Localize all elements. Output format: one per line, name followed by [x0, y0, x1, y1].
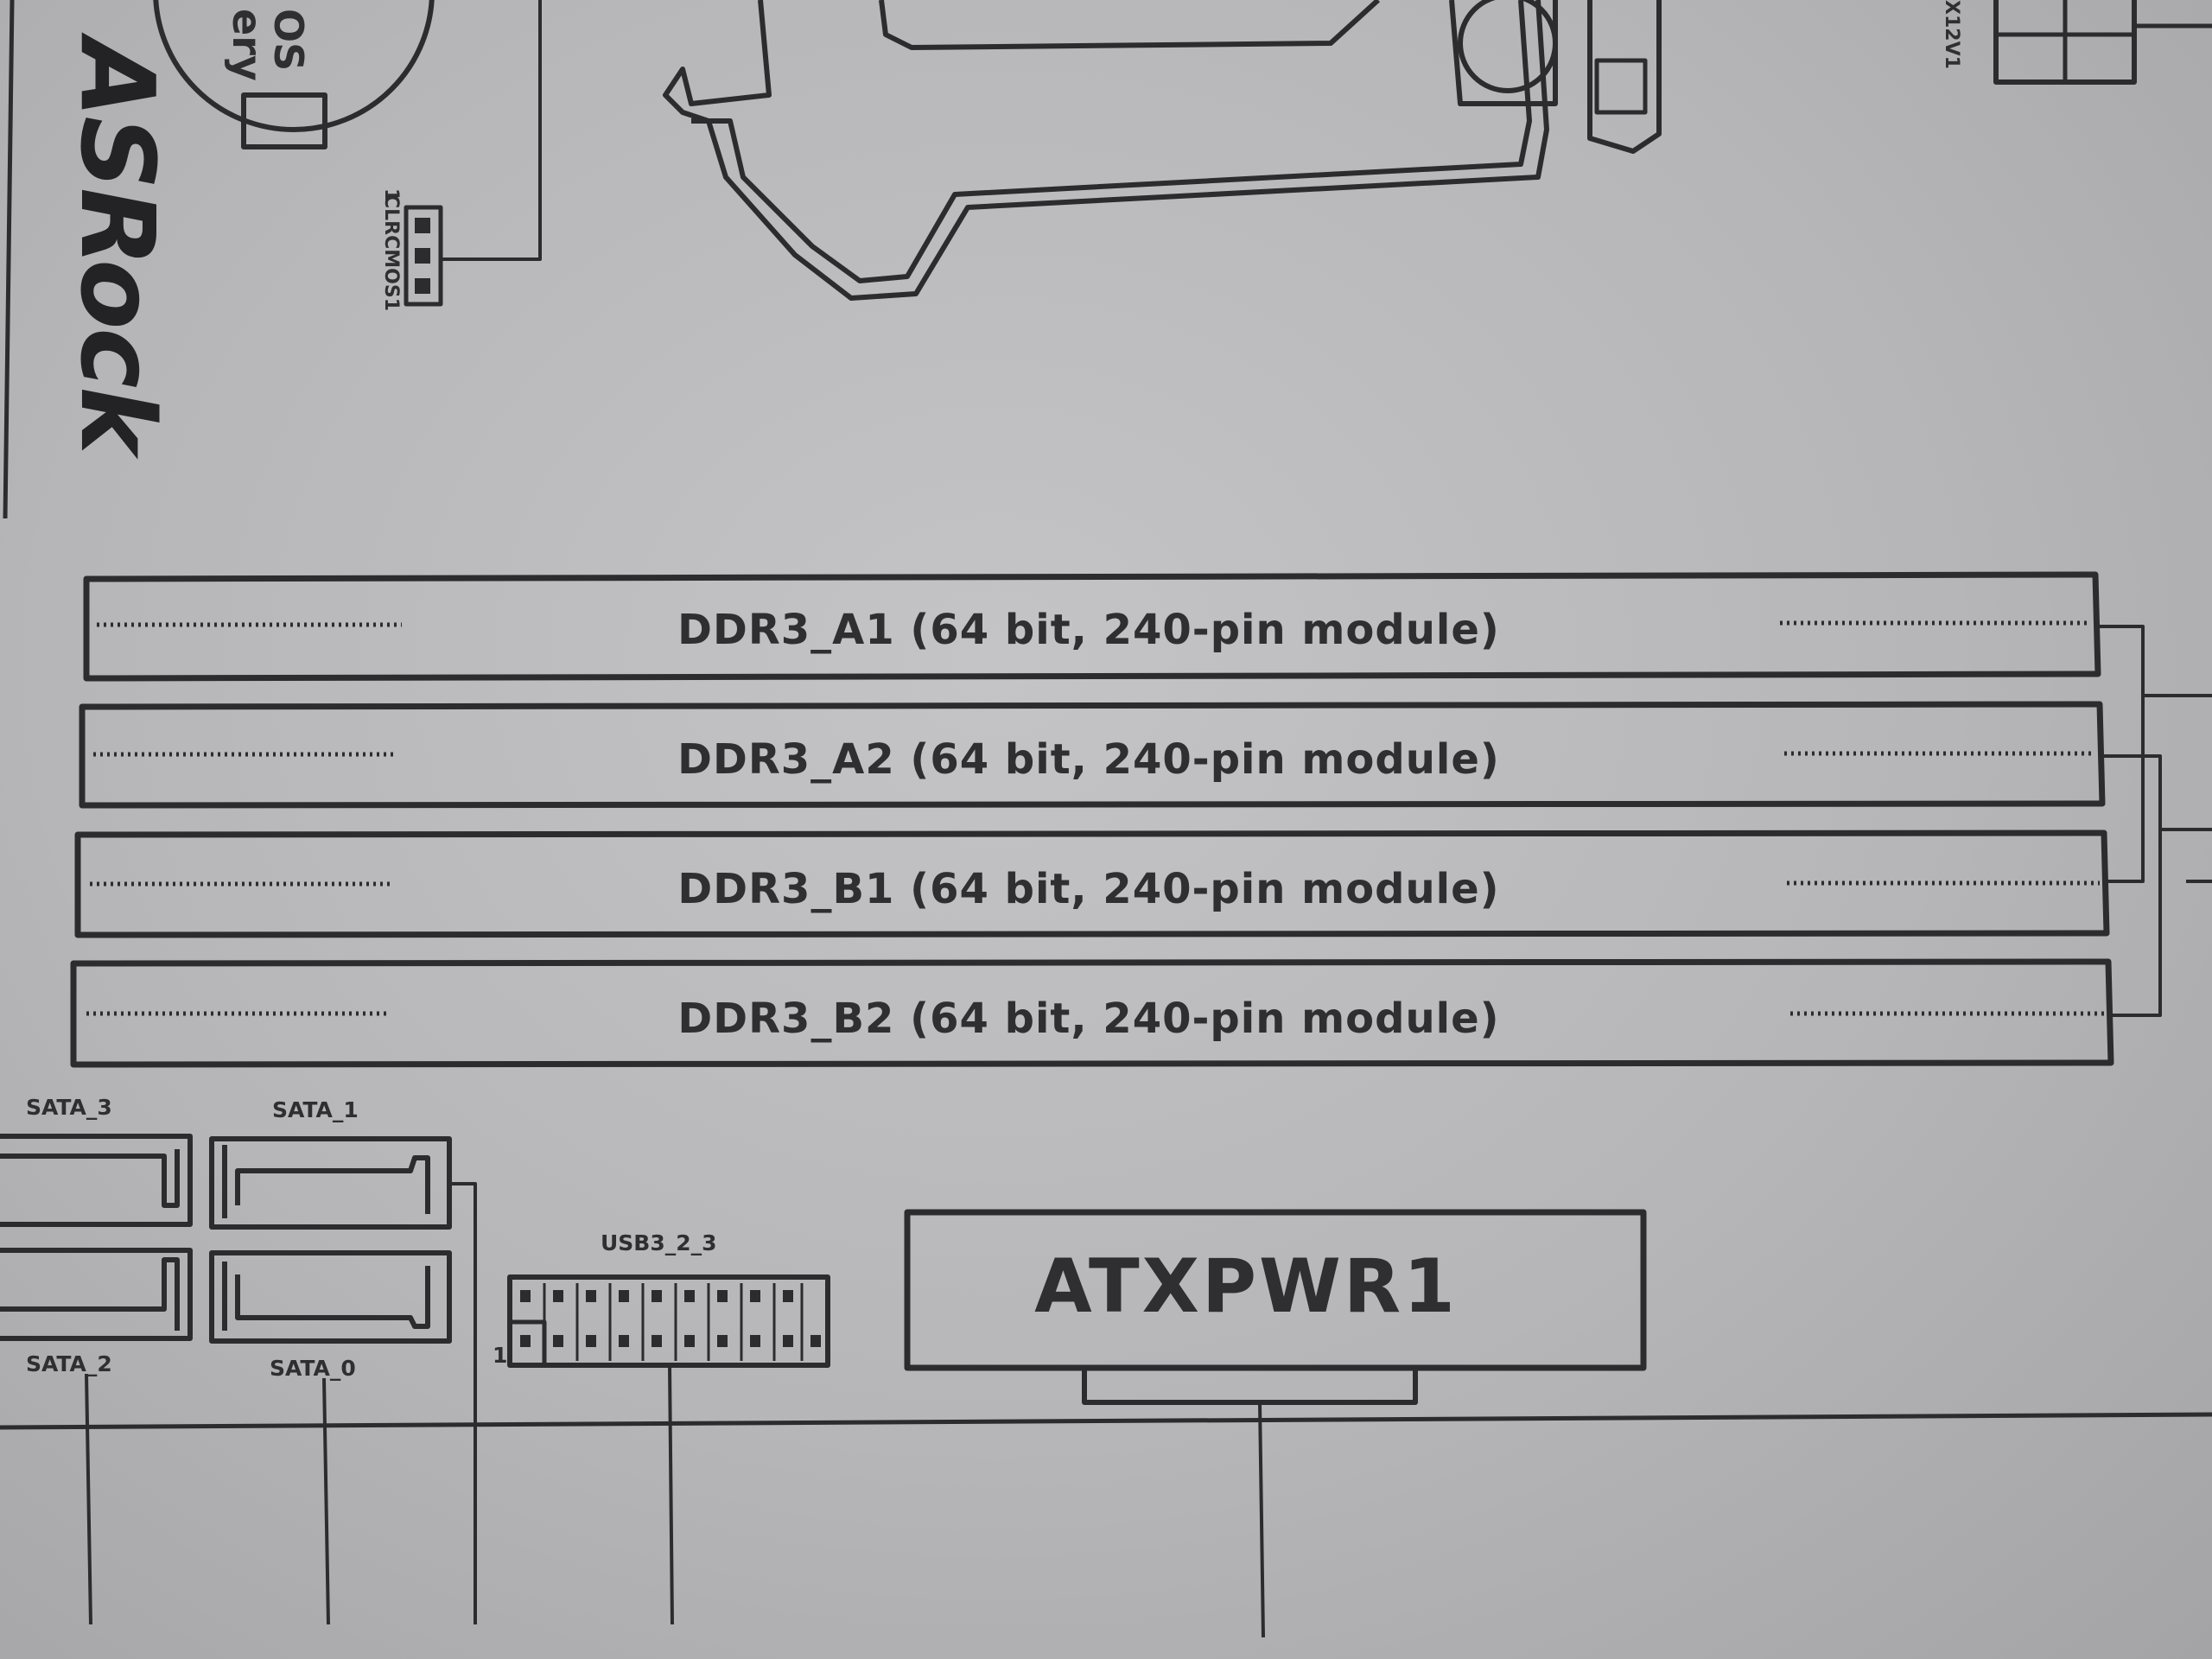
sata1-connector	[209, 1136, 452, 1230]
battery-text: OSery	[224, 9, 312, 81]
usb3-header: 1	[493, 1274, 830, 1625]
dimm-b2-label: DDR3_B2 (64 bit, 240-pin module)	[677, 995, 1499, 1043]
dimm-a2-label: DDR3_A2 (64 bit, 240-pin module)	[677, 735, 1500, 784]
dimm-slot-a1: DDR3_A1 (64 bit, 240-pin module)	[83, 571, 2101, 682]
dimm-a1-label: DDR3_A1 (64 bit, 240-pin module)	[677, 606, 1500, 654]
atxpwr1-label: ATXPWR1	[1034, 1243, 1458, 1330]
left-border-line	[3, 0, 15, 519]
board-edge-line	[0, 1412, 2212, 1430]
sata3-connector	[0, 1134, 193, 1227]
asrock-logo: ASRock	[58, 32, 177, 460]
sata0-label: SATA_0	[270, 1356, 356, 1381]
cpu-socket-outline	[663, 0, 1662, 301]
clrcmos-jumper: CLRCMOS1 1	[380, 0, 542, 311]
dimm-leader-lines	[2095, 625, 2212, 1017]
cmos-battery: OSery	[153, 0, 435, 149]
sata2-connector	[0, 1248, 193, 1341]
dimm-slot-b1: DDR3_B1 (64 bit, 240-pin module)	[74, 830, 2110, 938]
sata2-label: SATA_2	[26, 1351, 112, 1376]
sata-leader-lines	[85, 1182, 477, 1625]
sata0-connector	[209, 1250, 452, 1344]
sata3-label: SATA_3	[26, 1095, 112, 1120]
atx12v-connector: X12V1	[1941, 0, 2212, 85]
dimm-slot-a2: DDR3_A2 (64 bit, 240-pin module)	[79, 701, 2106, 809]
dimm-b1-label: DDR3_B1 (64 bit, 240-pin module)	[677, 865, 1499, 913]
atx-power-connector: ATXPWR1	[904, 1209, 1647, 1638]
sata1-label: SATA_1	[272, 1097, 359, 1122]
atx12v-label: X12V1	[1941, 0, 1962, 69]
clrcmos-pin-number: 1	[380, 188, 402, 201]
clrcmos-label: CLRCMOS1	[380, 194, 402, 311]
usb3-label: USB3_2_3	[601, 1230, 717, 1255]
dimm-slot-b2: DDR3_B2 (64 bit, 240-pin module)	[70, 958, 2114, 1068]
usb3-pin-number: 1	[493, 1343, 507, 1368]
